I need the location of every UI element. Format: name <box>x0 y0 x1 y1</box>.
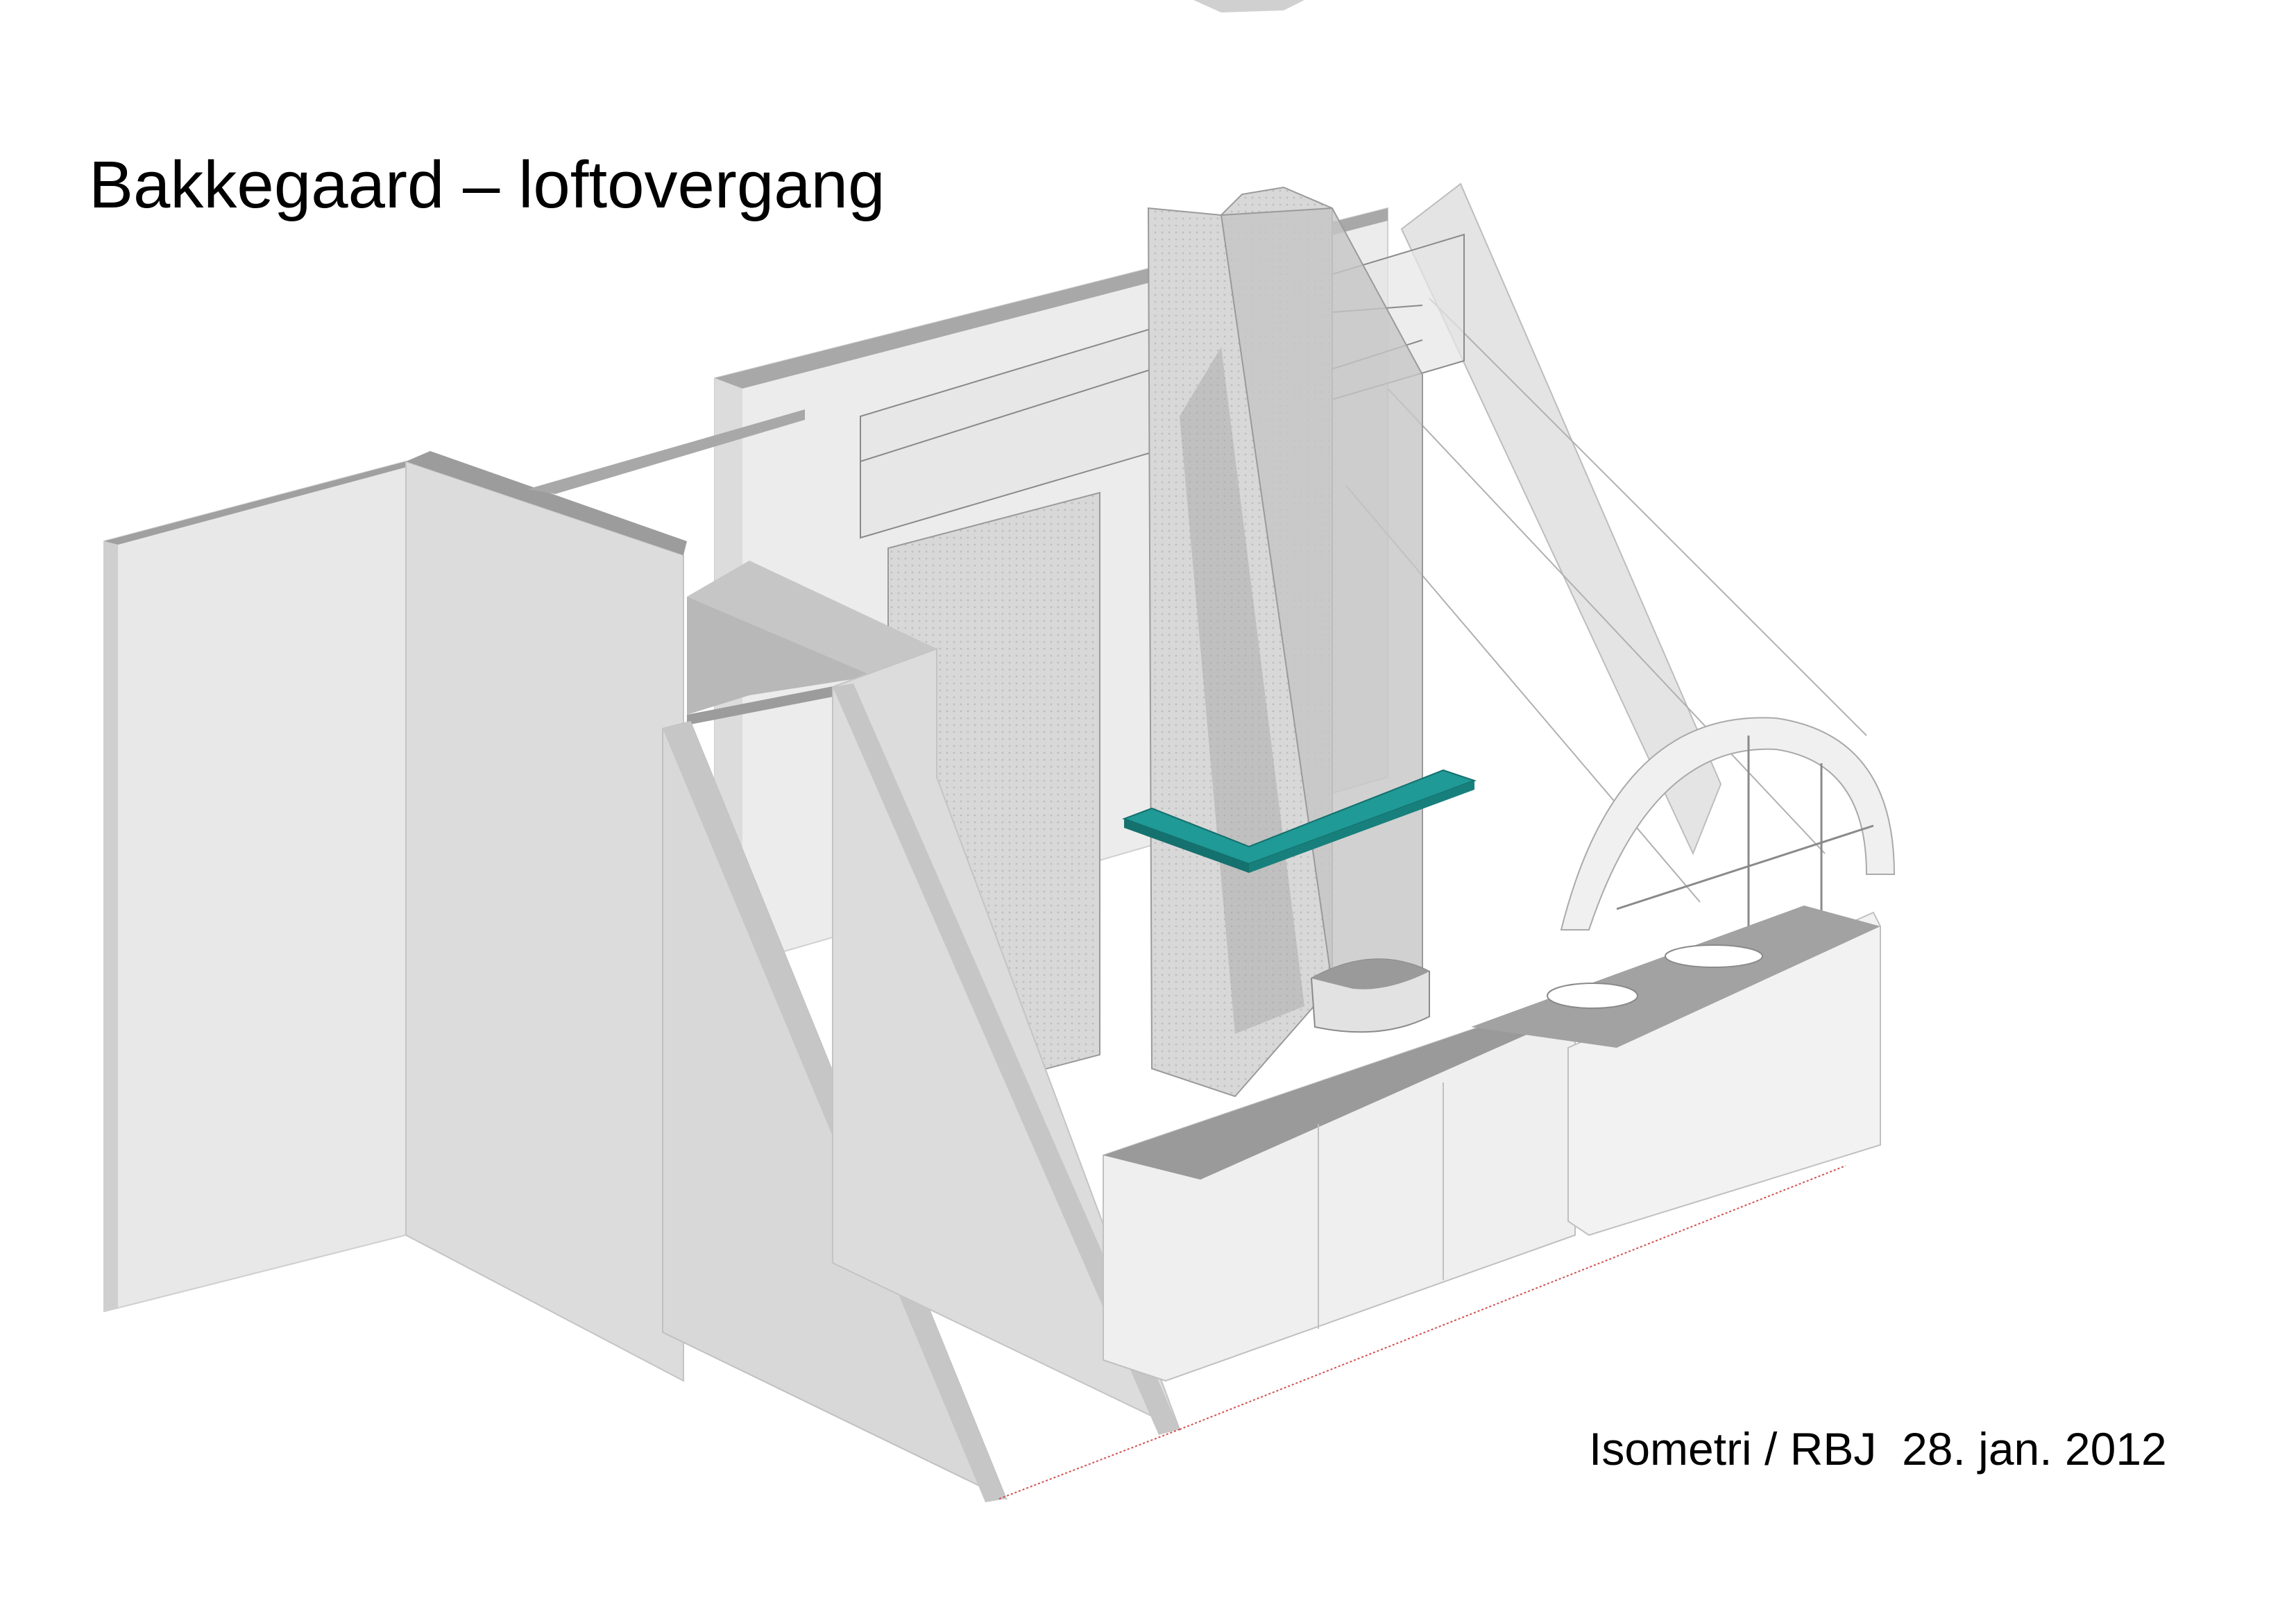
right-sloped-wall <box>832 647 1181 1435</box>
drawing-caption: Isometri / RBJ 28. jan. 2012 <box>1589 1423 2167 1475</box>
drawing-title: Bakkegaard – loftovergang <box>89 148 885 222</box>
round-sink <box>1310 958 1430 1033</box>
arched-window <box>1560 717 1896 944</box>
partition-wall <box>405 409 805 1382</box>
left-wall-panel <box>103 460 420 1313</box>
teal-shelf <box>1122 769 1477 873</box>
dimension-lines <box>998 1165 1846 1499</box>
chimney-top-fragment <box>1193 0 1304 12</box>
kitchen-counters <box>1103 906 1881 1382</box>
